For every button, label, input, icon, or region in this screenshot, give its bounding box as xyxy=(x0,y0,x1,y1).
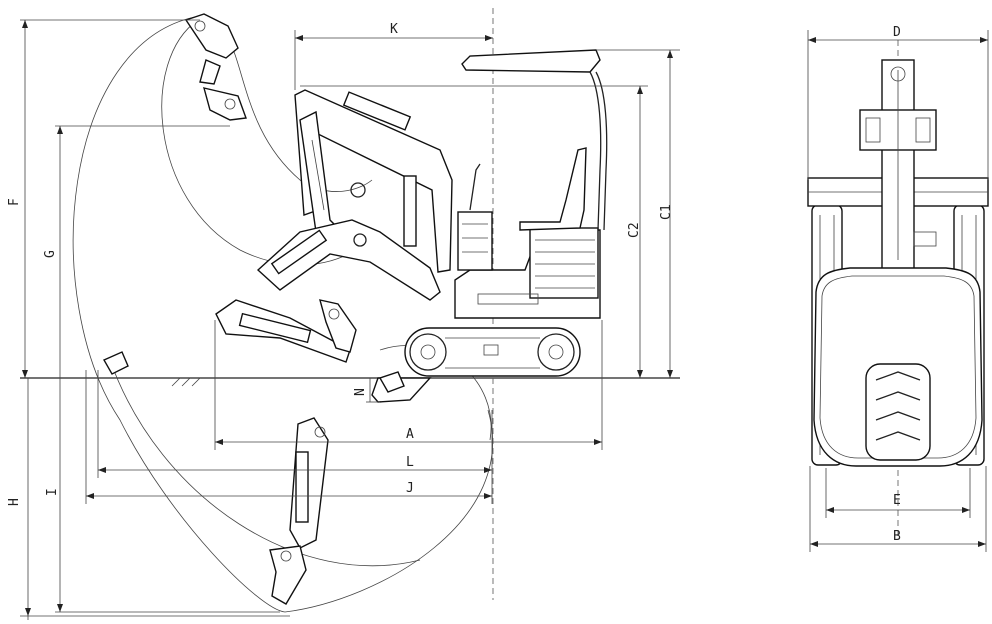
bucket-ground xyxy=(378,371,405,393)
dim-label-g: G xyxy=(43,250,58,258)
dimension-arrows-front xyxy=(808,37,988,547)
reach-envelope-lower xyxy=(109,359,421,567)
bucket-mid xyxy=(319,299,357,353)
reach-envelope-outer xyxy=(72,15,494,613)
dim-label-l: L xyxy=(406,455,414,470)
dim-label-b: B xyxy=(893,529,901,544)
dim-label-d: D xyxy=(893,25,901,40)
bucket-top xyxy=(184,13,247,121)
operator-seat xyxy=(519,147,587,231)
arm-deep-dig xyxy=(289,417,329,549)
reach-envelope-inner xyxy=(161,19,373,266)
track-assembly xyxy=(404,327,581,377)
dimension-lines-front xyxy=(807,30,989,552)
bucket-deep-dig xyxy=(269,545,307,605)
ground-hatch xyxy=(171,377,201,387)
dim-label-h: H xyxy=(7,498,22,506)
dim-label-e: E xyxy=(893,493,901,508)
front-view: D E B xyxy=(807,25,989,552)
arm-lowered xyxy=(215,299,351,363)
dim-label-k: K xyxy=(390,22,398,37)
dim-label-a: A xyxy=(406,427,414,442)
dim-label-f: F xyxy=(7,198,22,206)
dimension-arrows-side xyxy=(22,20,673,616)
rops-canopy xyxy=(461,49,608,231)
dim-label-n: N xyxy=(353,388,368,396)
boom-lowered xyxy=(256,219,441,301)
control-levers xyxy=(457,163,493,271)
dim-label-i: I xyxy=(45,488,60,496)
dim-label-j: J xyxy=(406,481,414,496)
bucket-far-left xyxy=(103,351,129,375)
boom-raised xyxy=(294,89,453,273)
dim-label-c1: C1 xyxy=(659,204,674,220)
dim-label-c2: C2 xyxy=(627,222,642,238)
dimension-lines-side xyxy=(20,19,680,620)
front-tread xyxy=(865,363,931,461)
side-view: K F G C1 C2 N A L J H I xyxy=(7,8,680,620)
front-boom xyxy=(859,59,937,271)
